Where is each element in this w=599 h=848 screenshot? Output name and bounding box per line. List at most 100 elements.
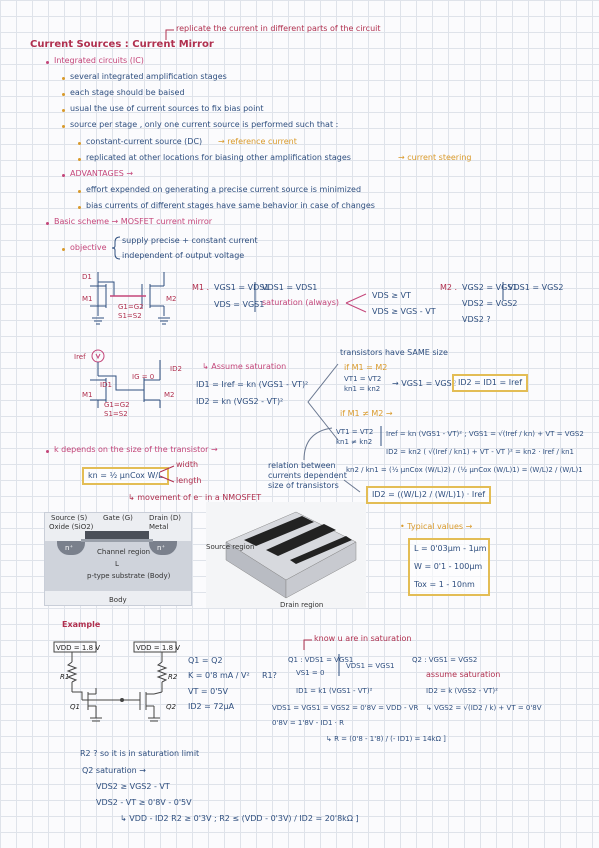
typical-2: W = 0'1 - 100μm xyxy=(414,562,483,571)
bullet xyxy=(62,93,65,96)
neq-iref: Iref = kn (VGS1 - VT)² ; VGS1 = √(Iref /… xyxy=(386,430,584,438)
neq-vt: VT1 = VT2 xyxy=(336,428,374,436)
fig-metal: Metal xyxy=(149,523,169,531)
fig-substrate: p-type substrate (Body) xyxy=(87,572,171,580)
cond-vgs: → VGS1 = VGS2 xyxy=(392,379,457,388)
result-box-equal: ID2 = ID1 = Iref xyxy=(452,374,529,392)
circuit2-iref: Iref xyxy=(74,353,86,361)
drain-well xyxy=(149,541,177,555)
length-label: length xyxy=(176,476,202,485)
circuit1-m2: M2 xyxy=(166,295,177,303)
example-vds1: VDS1 = VGS1 = VGS2 = 0'8V = VDD - VR xyxy=(272,704,419,712)
r1-question: R1? xyxy=(262,671,277,680)
bullet xyxy=(78,190,81,193)
header-arrow xyxy=(165,29,174,40)
if-not-equal-label: if M1 ≠ M2 xyxy=(340,409,384,418)
circuit2-id1: ID1 xyxy=(100,381,112,389)
eq1-b1: VDS ≥ VT xyxy=(372,291,411,300)
relation-arrows xyxy=(303,427,361,493)
source-well xyxy=(57,541,85,555)
example-circuit xyxy=(53,641,177,722)
eq2-id2: ID2 = kn (VGS2 - VT)² xyxy=(196,397,284,406)
typical-3: Tox = 1 - 10nm xyxy=(414,580,475,589)
reference-current-label: reference current xyxy=(227,137,297,146)
eq1-brace xyxy=(254,282,256,312)
neq-id2: ID2 = kn2 ( √(Iref / kn1) + VT - VT )² =… xyxy=(386,448,575,456)
q2-saturation: Q2 saturation → xyxy=(82,766,146,775)
reference-current-note: → reference current xyxy=(218,137,297,146)
movement-text: movement of e⁻ in a NMOSFET xyxy=(137,493,262,502)
eq1-vds: VDS1 = VDS1 xyxy=(262,283,318,292)
intro-bullet-4: source per stage , only one current sour… xyxy=(70,120,339,129)
circuit2-m2: M2 xyxy=(164,391,175,399)
limit-3: ↳ VDD - ID2 R2 ≥ 0'3V ; R2 ≤ (VDD - 0'3V… xyxy=(120,814,359,823)
width-label: width xyxy=(176,460,199,469)
mosfet-label: MOSFET current mirror xyxy=(120,217,213,226)
advantages-label: ADVANTAGES xyxy=(70,169,124,178)
objective-brace xyxy=(111,236,121,260)
circuit2-gate: G1=G2 xyxy=(104,401,130,409)
typical-heading: • Typical values → xyxy=(400,522,473,531)
fig-drain: Drain (D) xyxy=(149,514,182,522)
bullet xyxy=(62,248,65,251)
bullet xyxy=(62,125,65,128)
fig-l: L xyxy=(115,560,119,568)
objective-1: supply precise + constant current xyxy=(122,236,258,245)
k-depends: k depends on the size of the transistor … xyxy=(54,445,218,454)
fig-source: Source (S) xyxy=(51,514,88,522)
circuit2-id2: ID2 xyxy=(170,365,182,373)
bullet xyxy=(46,222,49,225)
advantages-heading: ADVANTAGES → xyxy=(70,169,134,178)
neq-brace xyxy=(380,426,382,446)
integrated-heading: Integrated circuits (IC) xyxy=(54,56,144,65)
bullet xyxy=(62,174,65,177)
width-length-arrows xyxy=(159,465,175,483)
q1-eq: VDS1 = VGS1 xyxy=(346,662,395,670)
bullet xyxy=(78,206,81,209)
intro-bullet-3: usual the use of current sources to fix … xyxy=(70,104,264,113)
kn-formula-box: kn = ½ μnCox W/L xyxy=(82,467,169,485)
circuit1-gate: G1=G2 xyxy=(118,303,144,311)
given-3: VT = 0'5V xyxy=(188,687,228,696)
nmos-3d-view: Source region Drain region xyxy=(206,502,366,609)
result-ratio: ID2 = ((W/L)2 / (W/L)1) · Iref xyxy=(372,490,486,499)
limit-2: VDS2 - VT ≥ 0'8V - 0'5V xyxy=(96,798,192,807)
relation-1: relation between xyxy=(268,461,336,470)
r1-label: R1 xyxy=(60,673,70,681)
vdd-label-1: VDD = 1.8 V xyxy=(56,644,101,652)
eq2-branch xyxy=(307,363,339,441)
example-id2: ID2 = k (VGS2 - VT)² xyxy=(426,687,498,695)
eq1-r3: VDS2 ? xyxy=(462,315,491,324)
cond-kn: kn1 = kn2 xyxy=(344,385,381,393)
r2-label: R2 xyxy=(168,673,178,681)
limit-1: VDS2 ≥ VGS2 - VT xyxy=(96,782,170,791)
example-vr: 0'8V = 1'8V - ID1 · R xyxy=(272,719,344,727)
eq1-branch xyxy=(345,293,367,313)
typical-label: Typical values xyxy=(407,522,464,531)
know-saturation: know u are in saturation xyxy=(314,634,412,643)
typical-box: L = 0'03μm - 1μm W = 0'1 - 100μm Tox = 1… xyxy=(408,538,490,596)
bullet xyxy=(78,158,81,161)
fig-gate: Gate (G) xyxy=(103,514,133,522)
cond-vgs-text: VGS1 = VGS2 xyxy=(401,379,457,388)
relation-3: size of transistors xyxy=(268,481,339,490)
eq1-line2: VDS = VGS1 xyxy=(214,300,265,309)
fig-channel: Channel region xyxy=(97,548,151,556)
header-note: replicate the current in different parts… xyxy=(176,24,381,33)
q2-label: Q2 xyxy=(166,703,176,711)
q1-statement: Q1 : VDS1 = VGS1 xyxy=(288,656,354,664)
circuit1-d1: D1 xyxy=(82,273,92,281)
if-equal: if M1 = M2 xyxy=(344,363,388,372)
eq1-r-vds: VDS1 = VGS2 xyxy=(508,283,564,292)
typical-1: L = 0'03μm - 1μm xyxy=(414,544,487,553)
assume-sat-example: assume saturation xyxy=(426,670,501,679)
circuit2-m1: M1 xyxy=(82,391,93,399)
q1-brace xyxy=(338,654,340,676)
q1-label: Q1 xyxy=(70,703,80,711)
eq1-m1: M1 . xyxy=(192,283,210,292)
circuit2-source: S1=S2 xyxy=(104,410,128,418)
neq-kn: kn1 ≠ kn2 xyxy=(336,438,373,446)
kn-formula: kn = ½ μnCox W/L xyxy=(88,471,163,480)
example-id1: ID1 = k1 (VGS1 - VT)² xyxy=(296,687,373,695)
circuit1-source: S1=S2 xyxy=(118,312,142,320)
